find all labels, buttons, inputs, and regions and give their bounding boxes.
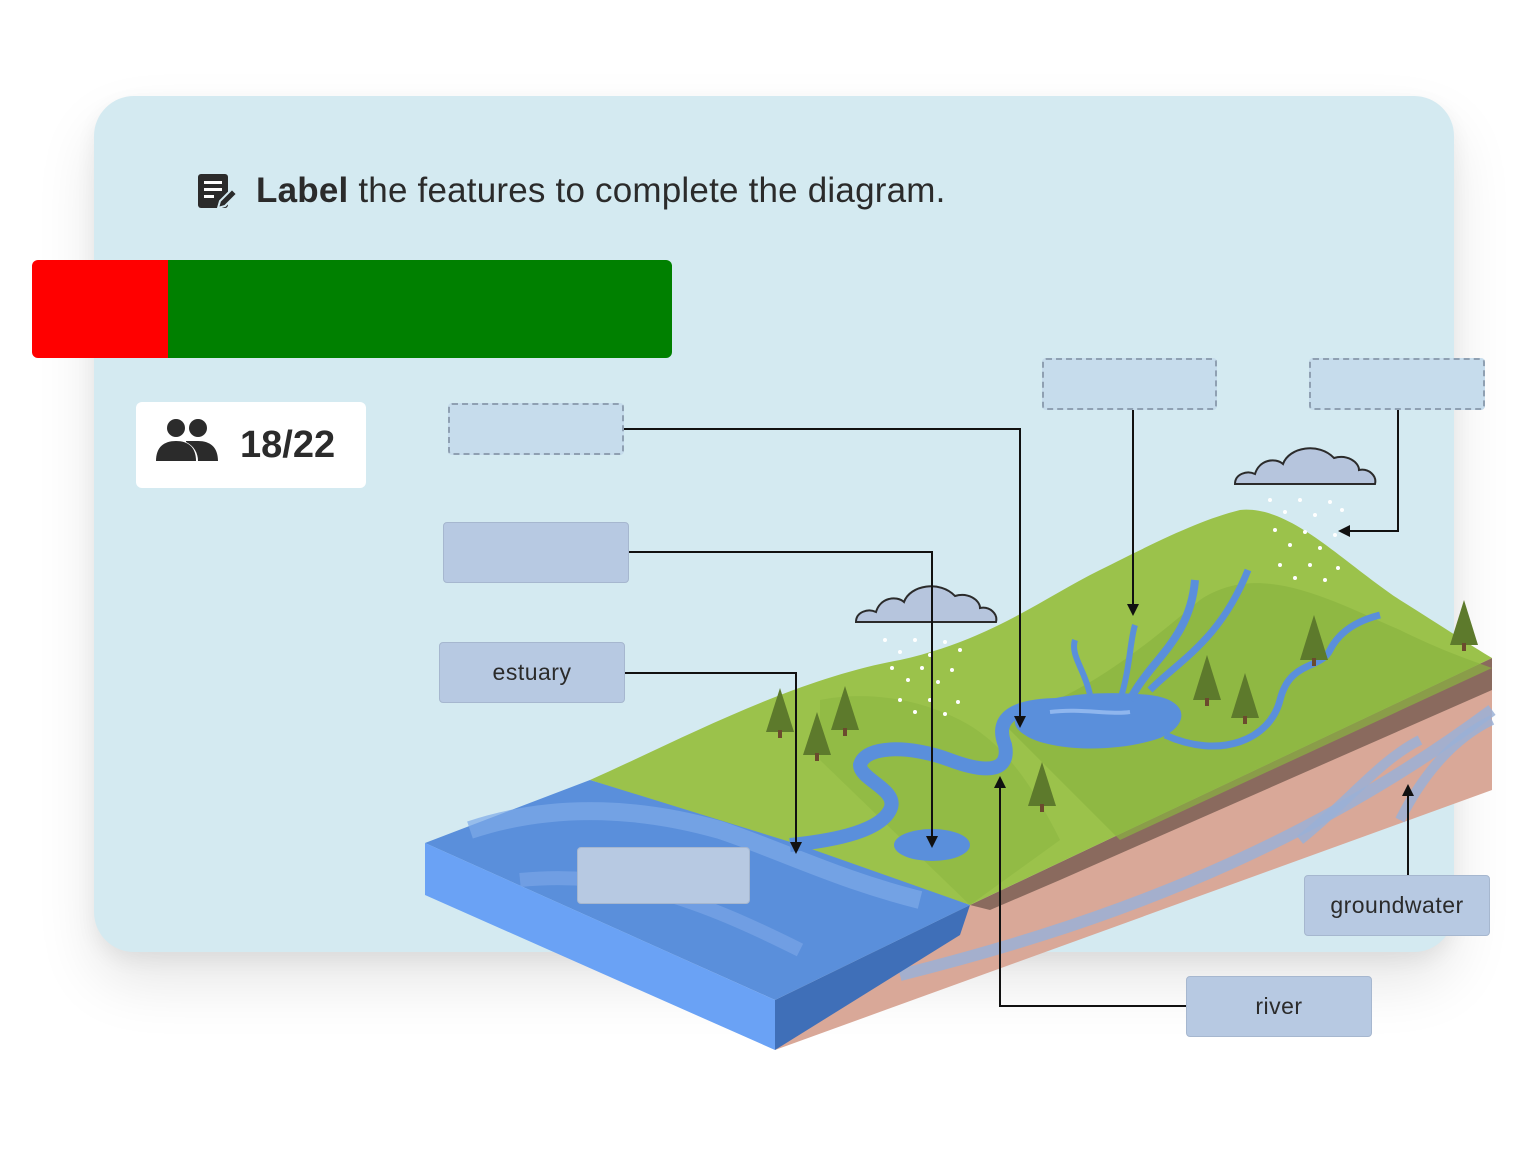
label-slot-tributary[interactable] bbox=[1042, 358, 1217, 410]
progress-wrong-segment bbox=[32, 260, 169, 358]
edit-note-icon bbox=[196, 170, 239, 212]
rain-cloud-right bbox=[1233, 447, 1377, 582]
rain-cloud-left bbox=[854, 585, 998, 716]
counter-text: 18/22 bbox=[240, 423, 336, 466]
instruction-bold: Label bbox=[256, 171, 349, 210]
connector-lines bbox=[624, 410, 1409, 1007]
groundwater-flow bbox=[898, 705, 1496, 981]
label-slot-pond[interactable] bbox=[443, 522, 629, 583]
progress-correct-segment bbox=[168, 260, 672, 358]
label-river[interactable]: river bbox=[1186, 976, 1372, 1037]
lake bbox=[1014, 693, 1182, 749]
label-estuary[interactable]: estuary bbox=[439, 642, 625, 703]
instruction: Label the features to complete the diagr… bbox=[196, 168, 946, 214]
label-slot-sea[interactable] bbox=[577, 847, 750, 904]
instruction-text: the features to complete the diagram. bbox=[358, 171, 946, 210]
label-slot-precipitation[interactable] bbox=[1309, 358, 1485, 410]
label-groundwater[interactable]: groundwater bbox=[1304, 875, 1490, 936]
trees bbox=[766, 600, 1478, 812]
label-slot-lake[interactable] bbox=[448, 403, 624, 455]
tributary bbox=[1126, 579, 1199, 702]
participant-counter: 18/22 bbox=[136, 402, 366, 488]
arrowheads bbox=[790, 525, 1414, 854]
people-icon bbox=[156, 417, 218, 473]
river-channel bbox=[789, 698, 1061, 852]
progress-bar bbox=[32, 260, 672, 358]
